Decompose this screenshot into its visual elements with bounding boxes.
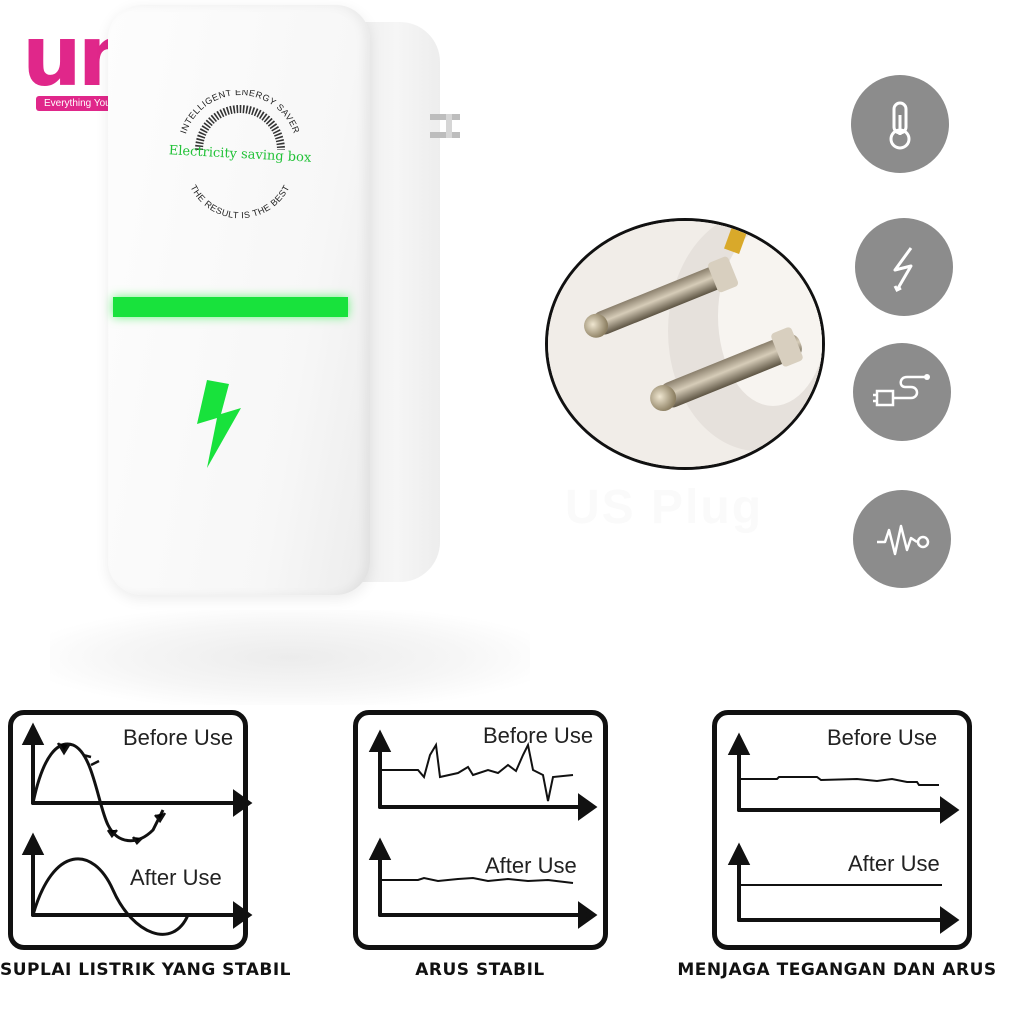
badge-bottom-text: THE RESULT IS THE BEST xyxy=(189,183,291,220)
plug-closeup-graphic xyxy=(548,221,822,467)
comparison-panel-supply: Before Use After Use xyxy=(8,710,253,950)
watermark-text: US Plug xyxy=(565,481,764,534)
comparison-panel-current: Before Use After Use xyxy=(353,710,608,950)
waveform-graphic xyxy=(727,732,960,934)
lightning-icon xyxy=(855,218,953,316)
indicator-light-strip xyxy=(113,297,348,317)
usb-cable-icon xyxy=(853,343,951,441)
before-use-label: Before Use xyxy=(827,725,938,750)
svg-text:THE RESULT IS THE BEST: THE RESULT IS THE BEST xyxy=(189,183,292,220)
before-use-label: Before Use xyxy=(123,725,234,750)
after-use-label: After Use xyxy=(130,865,222,890)
pulse-wave-icon xyxy=(853,490,951,588)
comparison-panel-voltage: Before Use After Use xyxy=(712,710,972,950)
device-shadow xyxy=(50,610,530,705)
badge-arc-graphic: INTELLIGENT ENERGY SAVER THE RESULT IS T… xyxy=(178,87,301,220)
caption-current: ARUS STABIL xyxy=(415,960,545,980)
plug-closeup xyxy=(545,218,825,470)
waveform-graphic xyxy=(21,722,253,936)
after-use-label: After Use xyxy=(848,851,940,876)
thermometer-icon xyxy=(851,75,949,173)
before-use-label: Before Use xyxy=(483,723,594,748)
caption-voltage: MENJAGA TEGANGAN DAN ARUS xyxy=(677,960,997,980)
after-use-label: After Use xyxy=(485,853,577,878)
caption-supply: SUPLAI LISTRIK YANG STABIL xyxy=(0,960,291,980)
device-badge: INTELLIGENT ENERGY SAVER THE RESULT IS T… xyxy=(165,87,315,220)
plug-prong xyxy=(430,114,460,138)
lightning-bolt-icon xyxy=(197,380,241,468)
waveform-graphic xyxy=(368,729,598,929)
